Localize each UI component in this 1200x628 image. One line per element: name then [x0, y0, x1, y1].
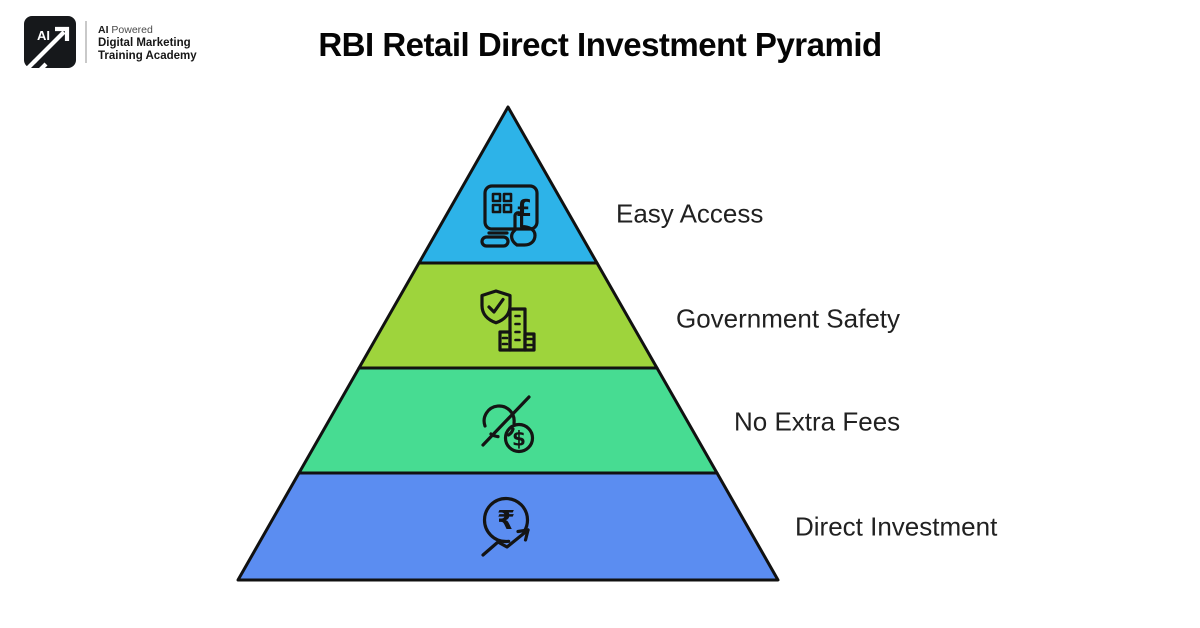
logo-mark-text: AI	[37, 28, 50, 43]
logo-tagline: AI Powered	[98, 24, 197, 37]
level-label-government-safety: Government Safety	[676, 303, 900, 334]
logo-tagline-bold: AI	[98, 23, 109, 36]
rupee-coin-growth-arrow-icon: ₹	[481, 496, 530, 557]
logo-line-digital-marketing: Digital Marketing	[98, 36, 191, 49]
payment-terminal-pound-icon: £	[480, 184, 539, 248]
brand-logo: AI AI Powered Digital Marketing Training…	[24, 16, 197, 68]
logo-line-training-academy: Training Academy	[98, 49, 197, 62]
pound-glyph: £	[516, 196, 532, 222]
ai-arrow-logo-icon: AI	[24, 16, 76, 68]
logo-tagline-rest: Powered	[108, 23, 153, 36]
logo-text-block: AI Powered Digital Marketing Training Ac…	[98, 22, 197, 63]
pyramid-level-4-shape	[236, 471, 780, 582]
rupee-glyph: ₹	[497, 506, 515, 536]
dollar-glyph: $	[512, 427, 526, 451]
level-label-easy-access: Easy Access	[616, 198, 764, 229]
page-title: RBI Retail Direct Investment Pyramid	[318, 26, 882, 63]
logo-divider	[85, 21, 87, 63]
shield-check-bank-icon	[480, 289, 536, 352]
level-label-direct-investment: Direct Investment	[795, 511, 998, 542]
level-label-no-extra-fees: No Extra Fees	[734, 406, 901, 437]
crossed-out-fee-dollar-icon: $	[481, 395, 535, 454]
